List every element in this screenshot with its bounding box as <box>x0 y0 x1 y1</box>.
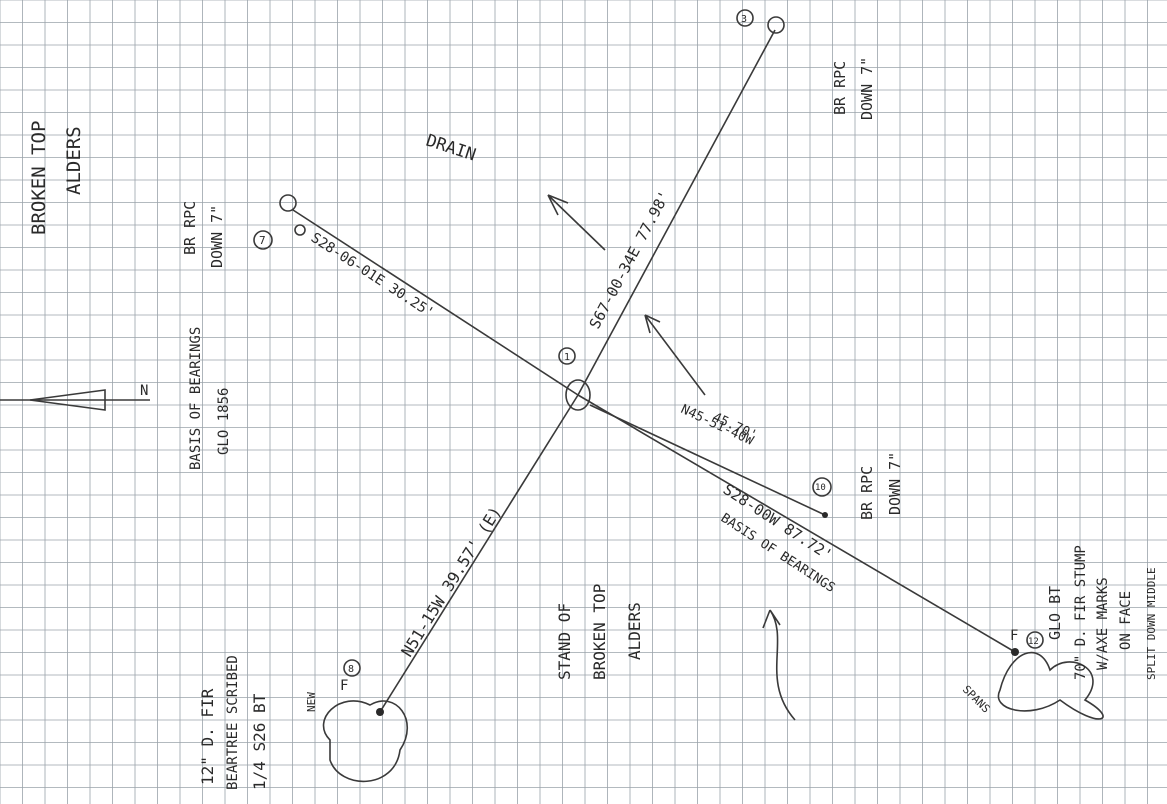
drain-arrow-ne <box>547 194 606 251</box>
tree-sketch-right <box>997 651 1104 720</box>
label-pt-12: 12 <box>1028 637 1039 647</box>
circle-pt-8 <box>343 659 361 677</box>
note-stand-2: BROKEN TOP <box>590 584 609 680</box>
note-glo-5: SPLIT DOWN MIDDLE <box>1145 567 1158 680</box>
label-pt-3: 3 <box>741 14 747 25</box>
circle-pt-3 <box>736 9 754 27</box>
label-pt-8: 8 <box>348 664 354 675</box>
note-f-right: F <box>1010 628 1018 644</box>
note-br-rpc-right-1: BR RPC <box>831 61 849 115</box>
note-spans: SPANS <box>960 683 993 716</box>
center-point-symbol <box>565 379 591 411</box>
note-br-rpc-mid-2: DOWN 7" <box>886 452 904 515</box>
point-nw-symbol-2 <box>294 224 306 236</box>
note-alders: ALDERS <box>63 126 85 195</box>
point-nw-symbol <box>279 194 297 212</box>
line-se-inner <box>589 404 826 516</box>
note-broken-top: BROKEN TOP <box>28 121 50 235</box>
line-nw <box>292 209 579 396</box>
note-basis-2: GLO 1856 <box>216 388 232 455</box>
circle-pt-10 <box>812 477 832 497</box>
line-se <box>577 394 1016 653</box>
bearing-nw: S28-06-01E 30.25' <box>308 230 437 321</box>
note-glo-4: ON FACE <box>1118 591 1134 650</box>
note-glo-2: 70" D. FIR STUMP <box>1073 545 1089 680</box>
label-pt-10: 10 <box>815 483 826 493</box>
circle-pt-12 <box>1026 631 1044 649</box>
point-sw-symbol <box>376 708 384 716</box>
note-drain: DRAIN <box>423 131 478 166</box>
note-basis-1: BASIS OF BEARINGS <box>188 327 204 470</box>
point-ne-symbol <box>767 16 785 34</box>
north-arrow-label: N <box>140 383 148 399</box>
line-ne <box>577 29 776 396</box>
note-glo-1: GLO BT <box>1046 586 1064 640</box>
line-sw <box>379 394 579 713</box>
note-fir-left-2: BEARTREE SCRIBED <box>225 655 241 790</box>
note-br-rpc-mid-1: BR RPC <box>858 466 876 520</box>
drain-arrow-bottom <box>762 609 796 721</box>
drain-arrow-mid <box>644 314 706 396</box>
note-stand-3: ALDERS <box>625 602 644 660</box>
note-br-rpc-left-1: BR RPC <box>181 201 199 255</box>
note-glo-3: W/AXE MARKS <box>1095 577 1111 670</box>
note-new: NEW <box>305 692 318 712</box>
circle-pt-7 <box>253 230 273 250</box>
note-stand-1: STAND OF <box>555 603 574 680</box>
bearing-sw: N51-15W 39.57' (E) <box>397 503 505 660</box>
label-pt-1: 1 <box>564 352 570 363</box>
point-se-symbol <box>1011 648 1019 656</box>
note-br-rpc-left-2: DOWN 7" <box>208 205 226 268</box>
tree-sketch-left <box>322 700 409 783</box>
point-se-inner-symbol <box>822 512 828 518</box>
north-arrow-head <box>29 389 106 411</box>
note-f-left: F <box>340 678 348 694</box>
note-br-rpc-right-2: DOWN 7" <box>858 57 876 120</box>
note-fir-left-3: 1/4 S26 BT <box>250 693 269 790</box>
label-pt-7: 7 <box>259 234 266 247</box>
circle-pt-1 <box>558 347 576 365</box>
note-fir-left-1: 12" D. FIR <box>198 688 217 785</box>
